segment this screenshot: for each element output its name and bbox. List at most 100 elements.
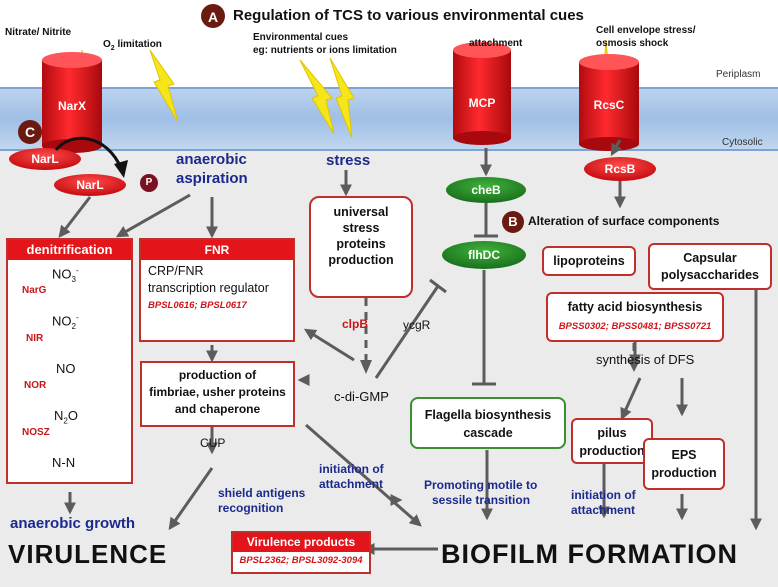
virulence-products-box: Virulence products BPSL2362; BPSL3092-30… bbox=[231, 531, 371, 574]
universal-line-1: universal bbox=[333, 205, 389, 219]
pilus-box: pilus production bbox=[571, 418, 653, 464]
eps-box: EPS production bbox=[643, 438, 725, 490]
capsular-box: Capsular polysaccharides bbox=[648, 243, 772, 290]
c-badge-letter: C bbox=[24, 124, 36, 140]
enzyme-nor: NOR bbox=[24, 380, 47, 391]
b-badge-letter: B bbox=[508, 214, 518, 229]
label-virulence: VIRULENCE bbox=[8, 539, 168, 569]
mcp-label: MCP bbox=[468, 96, 496, 110]
enzyme-nir: NIR bbox=[26, 333, 44, 344]
cue-environmental-example: eg: nutrients or ions limitation bbox=[253, 45, 397, 56]
flagella-box: Flagella biosynthesis cascade bbox=[410, 397, 566, 449]
flagella-line-2: cascade bbox=[463, 426, 513, 440]
fnr-refs: BPSL0616; BPSL0617 bbox=[148, 300, 247, 311]
fimbriae-line-3: and chaperone bbox=[174, 402, 261, 416]
label-anaerobic: anaerobic bbox=[176, 151, 247, 168]
flhdc-label: flhDC bbox=[468, 248, 500, 262]
cue-o2-limitation: O2 limitation bbox=[103, 39, 162, 52]
phosphate-badge: P bbox=[145, 177, 153, 188]
narl-label-2: NarL bbox=[76, 178, 104, 192]
fnr-box: FNR CRP/FNR transcription regulator BPSL… bbox=[139, 238, 295, 342]
species-no2: NO2- bbox=[52, 313, 79, 331]
cue-attachment: attachment bbox=[469, 38, 523, 49]
fatty-acid-refs: BPSS0302; BPSS0481; BPSS0721 bbox=[558, 321, 712, 332]
eps-line-1: EPS bbox=[671, 448, 697, 462]
narx-label: NarX bbox=[57, 99, 86, 113]
mcp-receptor bbox=[453, 42, 511, 145]
label-biofilm-formation: BIOFILM FORMATION bbox=[441, 539, 738, 569]
label-periplasm: Periplasm bbox=[716, 69, 761, 80]
virulence-products-title: Virulence products bbox=[233, 533, 369, 552]
universal-stress-box: universal stress proteins production bbox=[309, 196, 413, 298]
fatty-acid-title: fatty acid biosynthesis bbox=[567, 300, 703, 314]
fnr-line-1: CRP/FNR bbox=[148, 264, 204, 278]
label-attachment-1: attachment bbox=[319, 477, 384, 491]
fnr-line-2: transcription regulator bbox=[148, 281, 269, 295]
label-anaerobic-growth: anaerobic growth bbox=[10, 515, 136, 532]
species-no3: NO3- bbox=[52, 266, 79, 284]
phosphorylation-arrow bbox=[54, 136, 124, 171]
universal-line-4: production bbox=[328, 253, 394, 267]
narx-receptor bbox=[42, 52, 102, 153]
lightning-icon bbox=[299, 59, 335, 135]
denitrification-title: denitrification bbox=[8, 240, 131, 260]
p-badge bbox=[140, 174, 158, 192]
narl-ellipse-2 bbox=[54, 174, 126, 196]
narl-ellipse-1 bbox=[9, 148, 81, 170]
a-badge bbox=[201, 4, 225, 28]
rcsc-receptor bbox=[579, 54, 639, 151]
capsular-line-1: Capsular bbox=[683, 251, 737, 265]
eps-line-2: production bbox=[651, 466, 717, 480]
label-aspiration: aspiration bbox=[176, 170, 248, 187]
virulence-products-refs: BPSL2362; BPSL3092-3094 bbox=[239, 555, 363, 566]
cue-osmosis-shock: osmosis shock bbox=[596, 38, 669, 49]
label-cytosolic: Cytosolic bbox=[722, 137, 763, 148]
rcsb-label: RcsB bbox=[604, 162, 636, 176]
label-clpb: clpB bbox=[342, 317, 369, 331]
universal-line-3: proteins bbox=[336, 237, 386, 251]
label-stress: stress bbox=[326, 152, 371, 169]
c-badge bbox=[18, 120, 42, 144]
label-sessile: sessile transition bbox=[432, 493, 531, 507]
universal-line-2: stress bbox=[342, 221, 380, 235]
fimbriae-box: production of fimbriae, usher proteins a… bbox=[140, 361, 295, 427]
narl-label-1: NarL bbox=[31, 152, 59, 166]
b-badge bbox=[502, 211, 524, 233]
species-no: NO bbox=[56, 361, 76, 376]
cheb-ellipse bbox=[446, 177, 526, 203]
a-badge-letter: A bbox=[207, 9, 219, 25]
extracellular-area bbox=[0, 0, 778, 88]
lightning-icon bbox=[149, 49, 179, 123]
label-alteration: Alteration of surface components bbox=[528, 214, 720, 228]
flhdc-ellipse bbox=[442, 241, 526, 269]
species-nn: N-N bbox=[52, 455, 76, 470]
label-shield-antigens: shield antigens bbox=[218, 486, 306, 500]
species-n2o: N2O bbox=[54, 408, 78, 426]
cue-nitrate: Nitrate/ Nitrite bbox=[5, 27, 72, 38]
flagella-line-1: Flagella biosynthesis bbox=[424, 408, 552, 422]
label-initiation-1: initiation of bbox=[319, 462, 384, 476]
cue-environmental: Environmental cues bbox=[253, 32, 349, 43]
membrane-band bbox=[0, 88, 778, 150]
pilus-line-1: pilus bbox=[597, 426, 627, 440]
cue-envelope-stress: Cell envelope stress/ bbox=[596, 25, 696, 36]
label-synthesis-dfs: synthesis of DFS bbox=[596, 352, 695, 367]
lipoproteins-box: lipoproteins bbox=[542, 246, 636, 276]
inhibition-lines bbox=[374, 203, 498, 386]
lightning-icon bbox=[329, 57, 355, 139]
pilus-line-2: production bbox=[579, 444, 645, 458]
cheb-label: cheB bbox=[471, 183, 501, 197]
fimbriae-line-2: fimbriae, usher proteins bbox=[149, 385, 286, 399]
fatty-acid-box: fatty acid biosynthesis BPSS0302; BPSS04… bbox=[546, 292, 724, 342]
denitrification-box: denitrification bbox=[6, 238, 133, 484]
label-cdigmp: c-di-GMP bbox=[334, 389, 389, 404]
rcsb-ellipse bbox=[584, 157, 656, 181]
enzyme-narg: NarG bbox=[22, 285, 47, 296]
label-cup: CUP bbox=[200, 436, 226, 450]
capsular-line-2: polysaccharides bbox=[661, 268, 759, 282]
label-attachment-2: attachment bbox=[571, 503, 636, 517]
page-title: Regulation of TCS to various environment… bbox=[233, 7, 584, 24]
label-promoting: Promoting motile to bbox=[424, 478, 538, 492]
